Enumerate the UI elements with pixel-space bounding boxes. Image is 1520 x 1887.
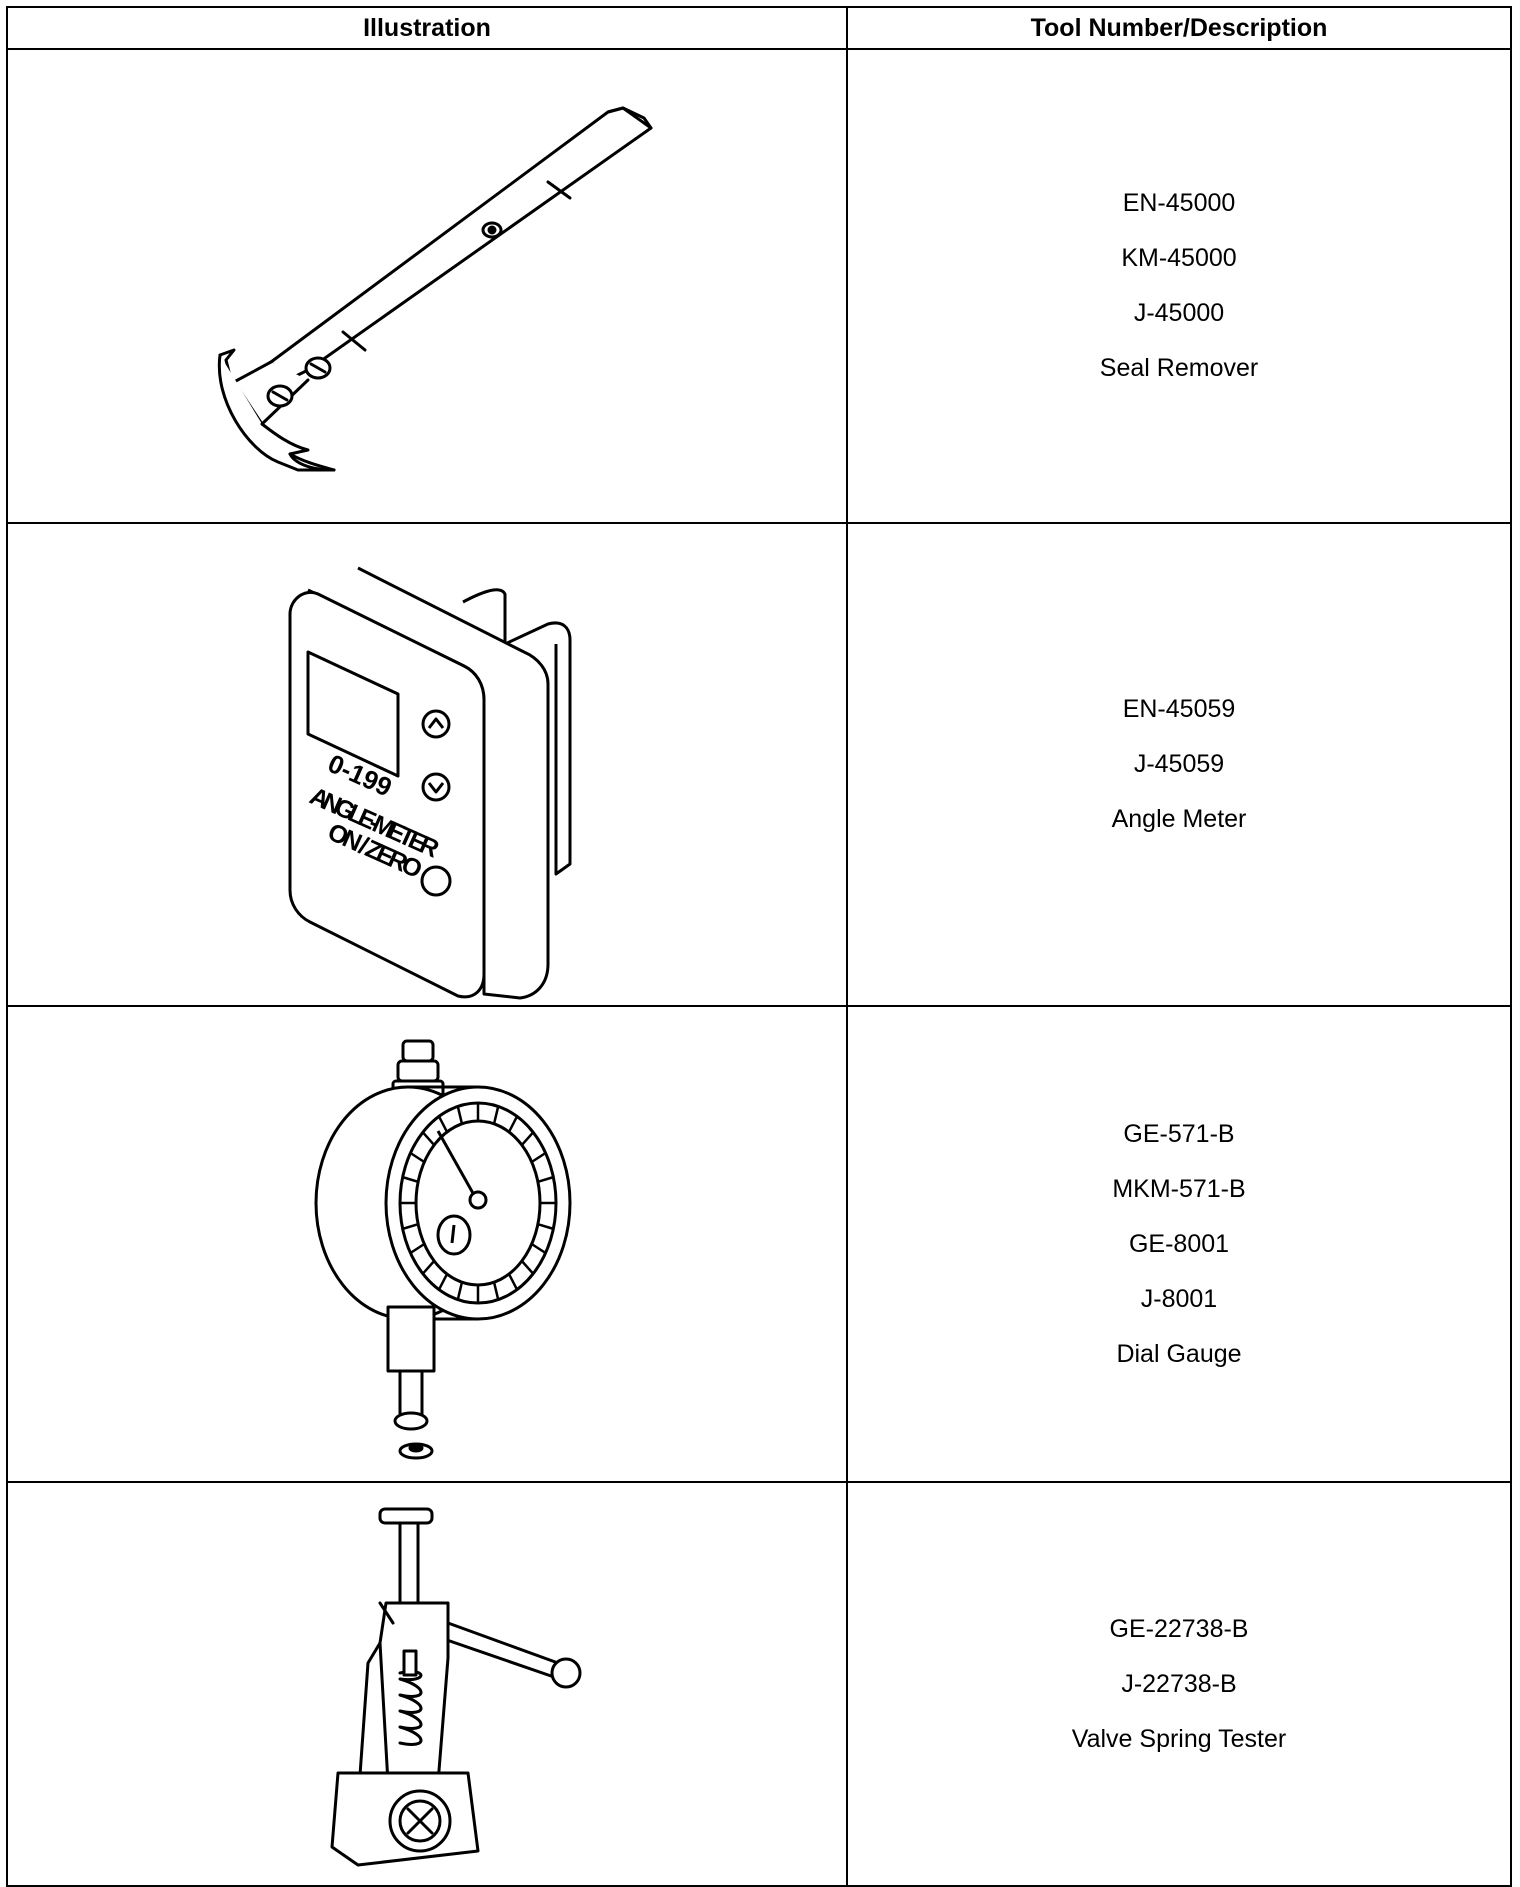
dial-tick [492,1281,500,1300]
dial-tick [456,1106,464,1125]
dial-tick [492,1106,500,1125]
tool-description: Angle Meter [1111,805,1247,833]
tool-number: MKM-571-B [1112,1174,1246,1203]
valve-spring-tester-illustration [330,1507,582,1867]
tool-description-cell: EN-45000 KM-45000 J-45000 Seal Remover [846,48,1512,524]
tool-number: KM-45000 [1121,244,1237,272]
tool-description-cell: GE-571-B MKM-571-B GE-8001 J-8001 Dial G… [846,1005,1512,1483]
table-row: 0-199 ANGLE-METER ON / ZERO EN-45059 J-4… [6,522,1512,1007]
tool-description-cell: EN-45059 J-45059 Angle Meter [846,522,1512,1007]
dial-tick [531,1242,547,1255]
tool-description: Seal Remover [1099,354,1259,382]
dial-tick [402,1175,419,1183]
tool-description: Dial Gauge [1116,1339,1242,1368]
dial-tick [537,1175,554,1183]
dial-tick [402,1223,419,1231]
dial-tick [537,1223,554,1231]
tool-number: GE-22738-B [1109,1614,1249,1643]
table-row: EN-45000 KM-45000 J-45000 Seal Remover [6,48,1512,524]
dial-tick [520,1131,535,1146]
illustration-cell: 0-199 ANGLE-METER ON / ZERO [6,522,848,1007]
table-row: GE-571-B MKM-571-B GE-8001 J-8001 Dial G… [6,1005,1512,1483]
dial-tick [520,1260,535,1275]
special-tools-table: Illustration Tool Number/Description [6,6,1512,1887]
tool-number: GE-8001 [1128,1229,1230,1258]
table-row: GE-22738-B J-22738-B Valve Spring Tester [6,1481,1512,1887]
tool-number: J-8001 [1140,1284,1218,1313]
illustration-cell [6,1005,848,1483]
tool-number: EN-45059 [1122,695,1236,723]
tool-number: GE-571-B [1123,1119,1235,1148]
tool-number: J-22738-B [1121,1669,1237,1698]
dial-tick [456,1281,464,1300]
dial-tick [531,1151,547,1164]
dial-tick [507,1273,519,1291]
tool-description: Valve Spring Tester [1071,1724,1287,1753]
dial-tick [437,1115,449,1133]
dial-tick [421,1131,436,1146]
tool-number-header: Tool Number/Description [846,6,1512,50]
tool-number: EN-45000 [1122,189,1236,217]
dial-tick [409,1151,425,1164]
tool-description-cell: GE-22738-B J-22738-B Valve Spring Tester [846,1481,1512,1887]
angle-meter-illustration: 0-199 ANGLE-METER ON / ZERO [288,566,572,1000]
dial-tick [421,1260,436,1275]
tool-number: J-45000 [1133,299,1225,327]
dial-gauge-illustration [314,1039,572,1460]
dial-tick [437,1273,449,1291]
seal-remover-illustration [217,106,653,472]
dial-tick [409,1242,425,1255]
tool-number: J-45059 [1133,750,1225,778]
dial-tick [507,1115,519,1133]
illustration-cell [6,48,848,524]
table-header-row: Illustration Tool Number/Description [6,6,1512,50]
illustration-header: Illustration [6,6,848,50]
illustration-cell [6,1481,848,1887]
